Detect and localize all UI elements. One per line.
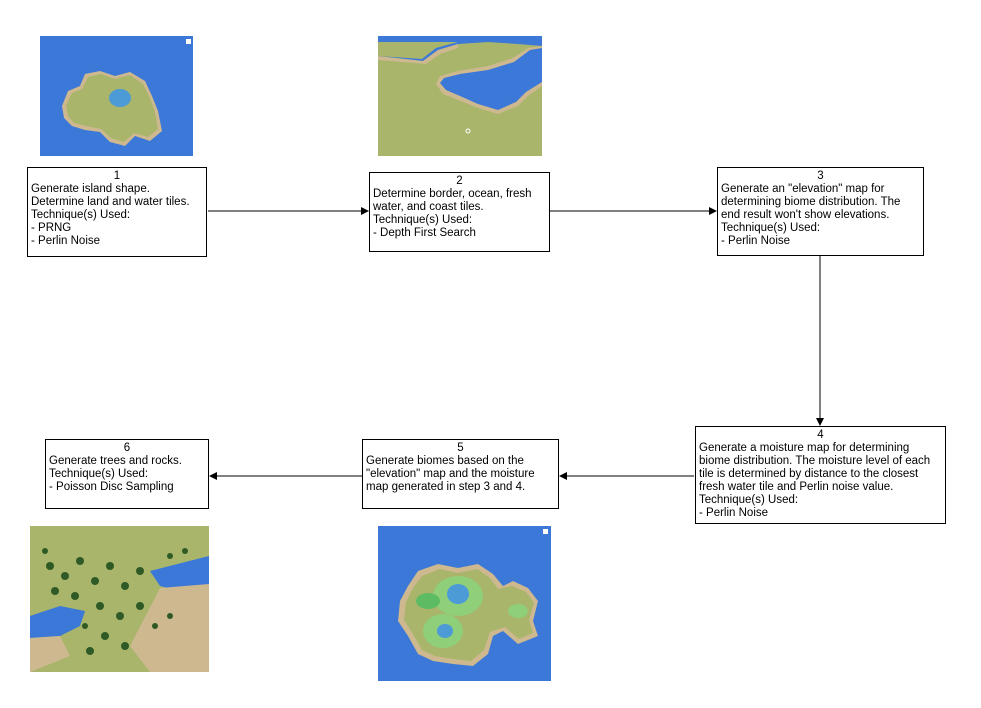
step-text: - Perlin Noise <box>721 235 791 247</box>
step-text: - Perlin Noise <box>31 235 101 247</box>
step-text: Technique(s) Used: <box>699 494 799 506</box>
step-4-box: 4 Generate a moisture map for determinin… <box>695 426 946 524</box>
step-number: 3 <box>817 170 824 182</box>
step-text: - Depth First Search <box>373 227 476 239</box>
step-text: Technique(s) Used: <box>31 209 131 221</box>
step-text: "elevation" map and the moisture <box>366 468 535 480</box>
step-text: - Perlin Noise <box>699 507 769 519</box>
trees-thumbnail <box>30 526 209 672</box>
step-5-box: 5 Generate biomes based on the "elevatio… <box>362 439 559 509</box>
step-text: water, and coast tiles. <box>373 201 484 213</box>
island-shape-thumbnail <box>40 36 193 156</box>
step-text: biome distribution. The moisture level o… <box>699 455 931 467</box>
step-text: Generate biomes based on the <box>366 455 524 467</box>
step-number: 5 <box>457 442 464 454</box>
step-text: map generated in step 3 and 4. <box>366 481 526 493</box>
coast-thumbnail <box>378 36 542 156</box>
step-text: determining biome distribution. The <box>721 196 901 208</box>
step-text: - Poisson Disc Sampling <box>49 481 174 493</box>
step-text: Generate an "elevation" map for <box>721 183 885 195</box>
step-3-box: 3 Generate an "elevation" map for determ… <box>717 167 924 256</box>
step-text: Determine land and water tiles. <box>31 196 190 208</box>
biomes-thumbnail <box>378 526 551 681</box>
step-text: Determine border, ocean, fresh <box>373 188 532 200</box>
step-6-box: 6 Generate trees and rocks. Technique(s)… <box>45 439 209 509</box>
step-number: 6 <box>123 442 131 454</box>
step-number: 2 <box>456 175 463 187</box>
step-text: Technique(s) Used: <box>49 468 149 480</box>
step-1-box: 1 Generate island shape. Determine land … <box>27 167 207 257</box>
step-2-box: 2 Determine border, ocean, fresh water, … <box>369 172 550 252</box>
step-text: Technique(s) Used: <box>373 214 473 226</box>
step-text: - PRNG <box>31 222 72 234</box>
step-text: tile is determined by distance to the cl… <box>699 468 919 480</box>
step-number: 4 <box>817 429 824 441</box>
step-text: Technique(s) Used: <box>721 222 821 234</box>
step-text: Generate a moisture map for determining <box>699 442 910 454</box>
step-text: fresh water tile and Perlin noise value. <box>699 481 894 493</box>
step-text: end result won't show elevations. <box>721 209 890 221</box>
step-text: Generate island shape. <box>31 183 150 195</box>
step-text: Generate trees and rocks. <box>49 455 182 467</box>
step-number: 1 <box>113 170 121 182</box>
